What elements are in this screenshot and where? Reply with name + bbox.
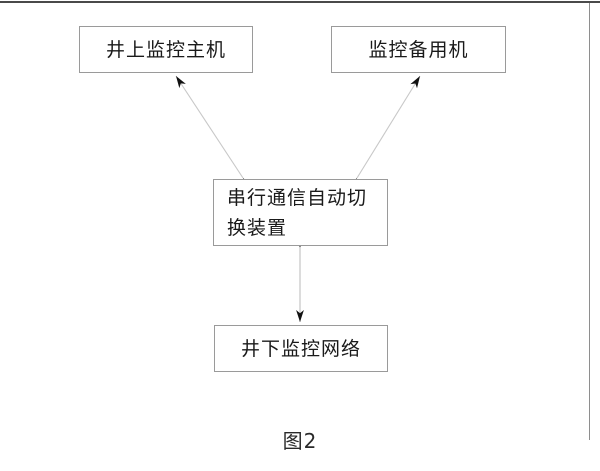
node-underground-network-label: 井下监控网络 bbox=[240, 337, 361, 360]
connector-switch-to-backup-host bbox=[347, 75, 421, 191]
page-edge-right bbox=[589, 3, 590, 440]
page-edge-top bbox=[0, 1, 600, 3]
node-switch-device[interactable]: 串行通信自动切 换装置 bbox=[213, 179, 388, 246]
node-upper-host-label: 井上监控主机 bbox=[105, 38, 226, 61]
figure-caption: 图2 bbox=[282, 429, 318, 453]
node-upper-host[interactable]: 井上监控主机 bbox=[79, 26, 253, 73]
connector-switch-to-upper-host bbox=[175, 75, 253, 191]
node-underground-network[interactable]: 井下监控网络 bbox=[214, 325, 388, 372]
node-backup-host[interactable]: 监控备用机 bbox=[331, 26, 506, 73]
node-switch-device-label: 串行通信自动切 换装置 bbox=[227, 186, 368, 239]
node-backup-host-label: 监控备用机 bbox=[368, 38, 469, 61]
